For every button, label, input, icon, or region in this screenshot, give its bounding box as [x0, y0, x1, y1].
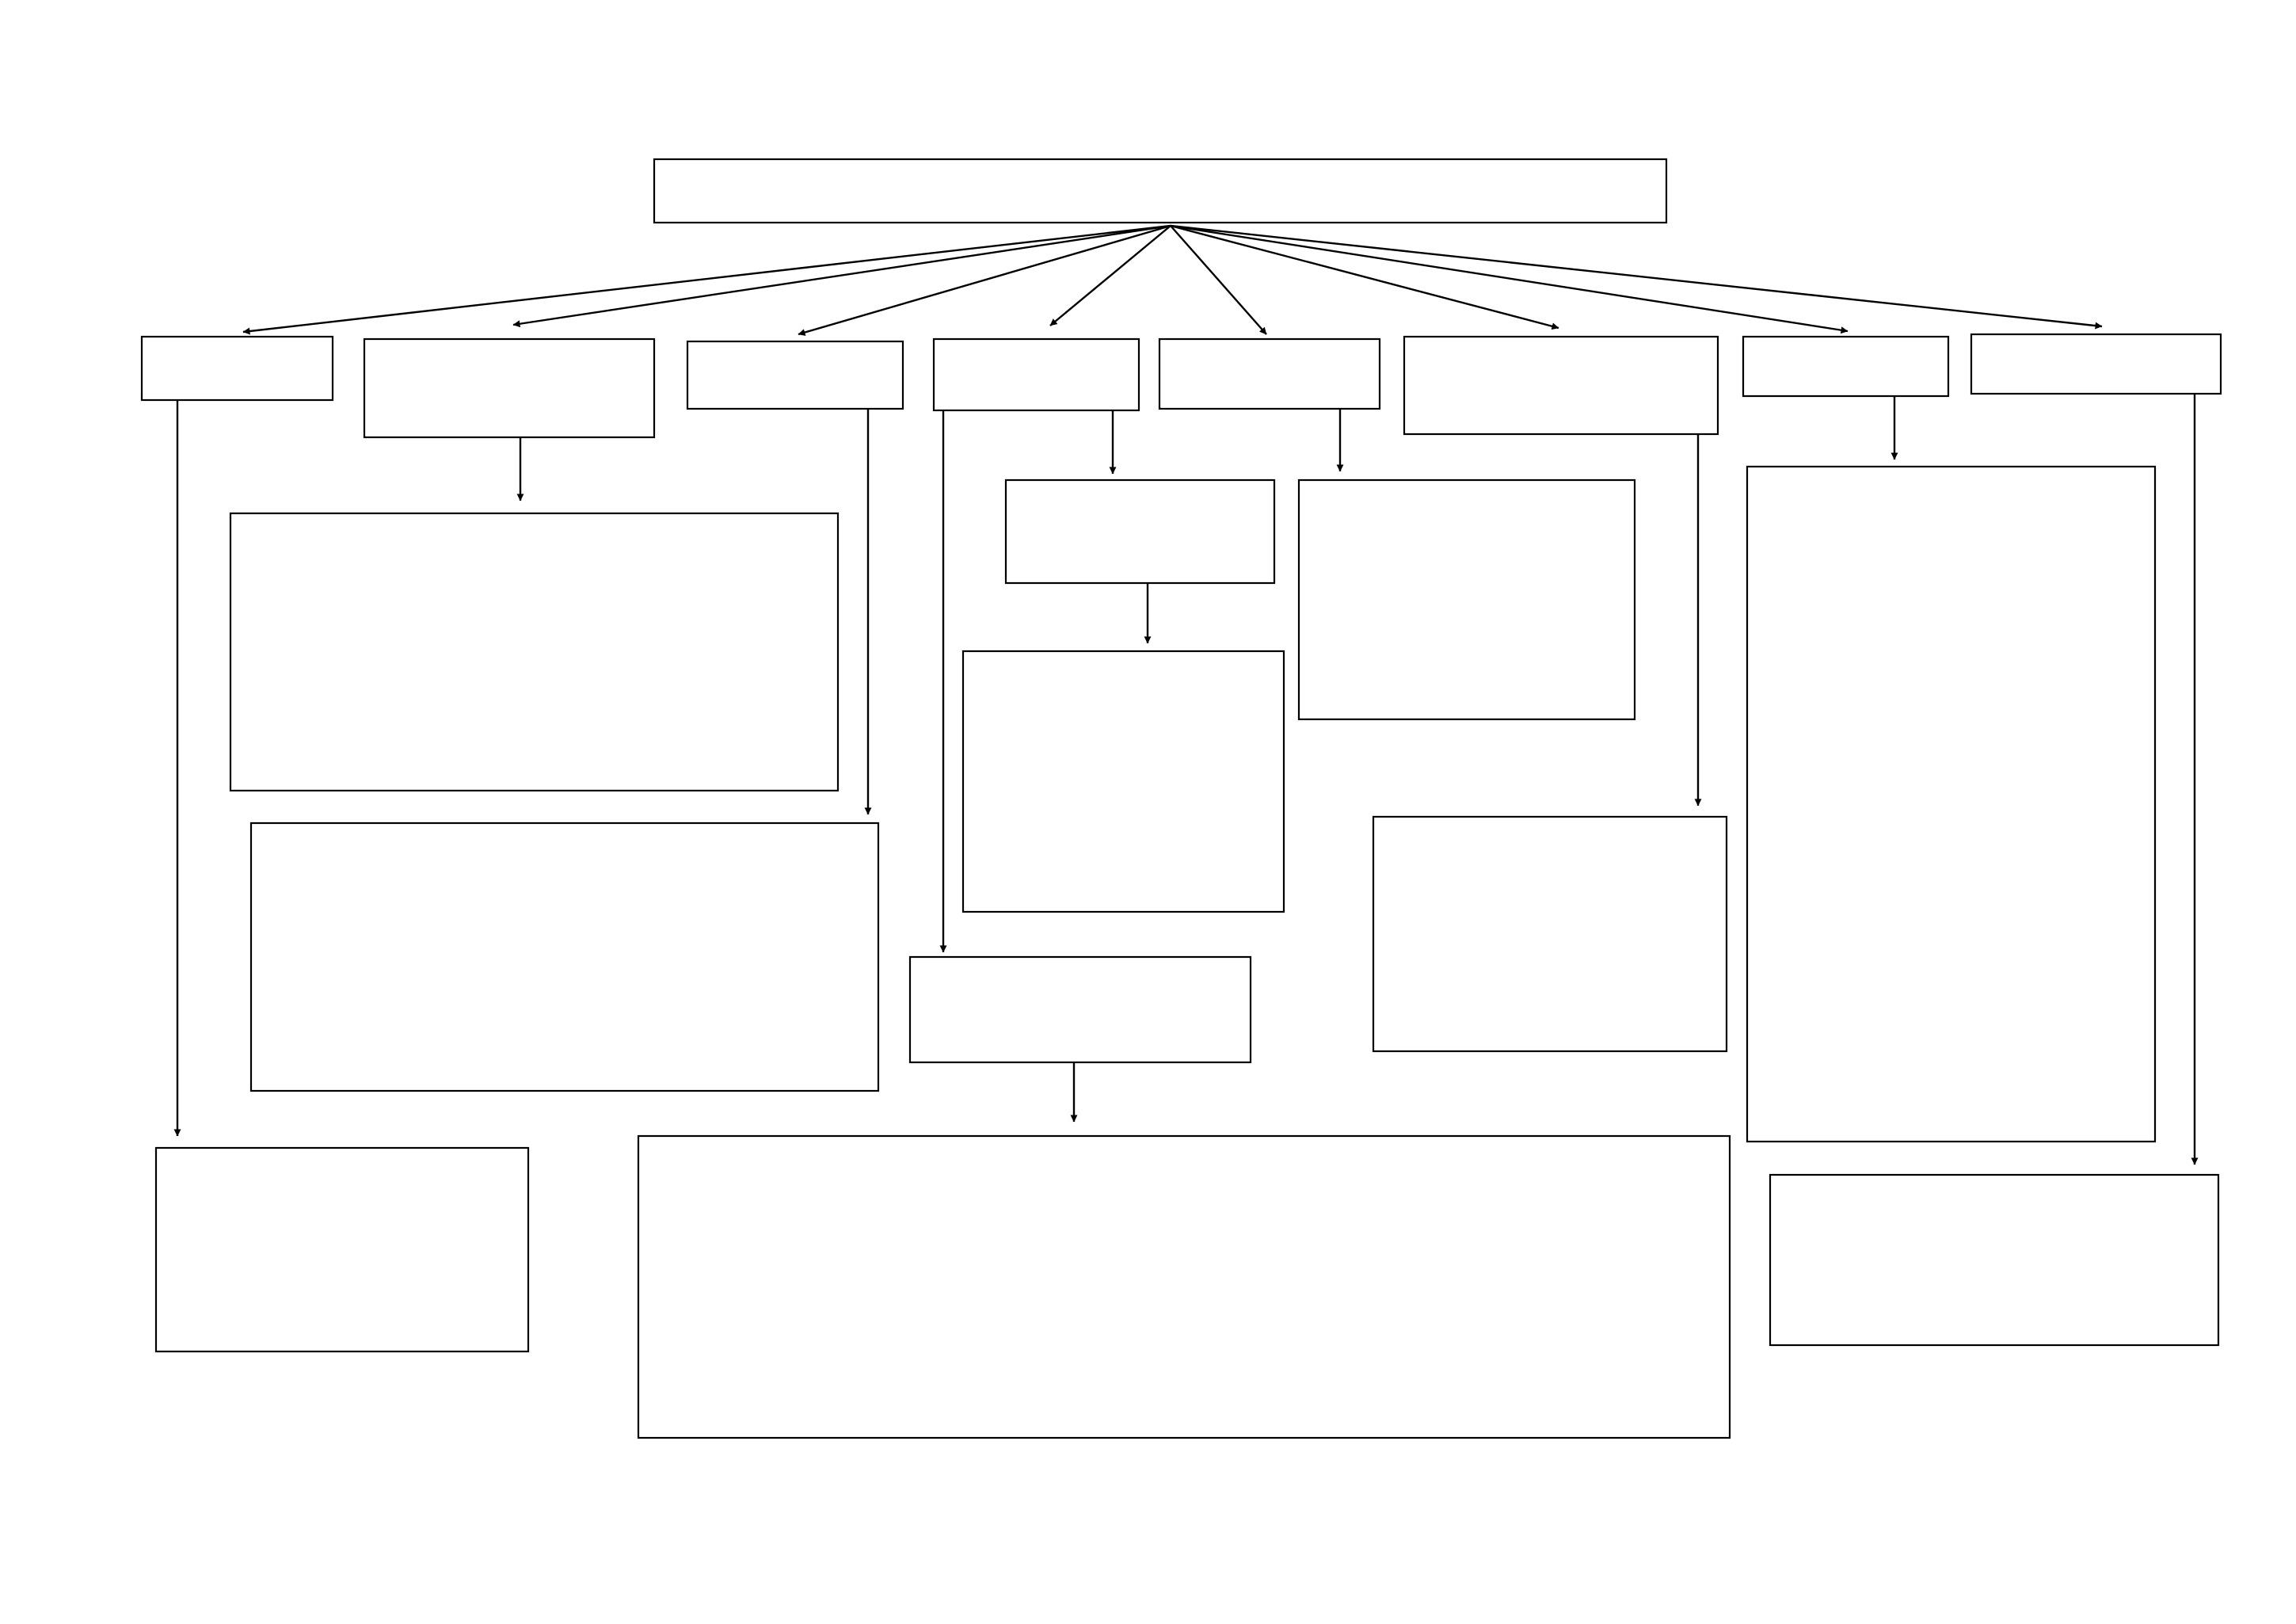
c5-node[interactable] — [1297, 478, 1636, 721]
c8-node[interactable] — [1769, 1173, 2220, 1347]
l1-node-1[interactable] — [140, 335, 334, 402]
c6-node[interactable] — [1372, 815, 1728, 1053]
child-nodes — [154, 465, 2220, 1439]
c2-node[interactable] — [229, 512, 840, 792]
c4a-child-node[interactable] — [961, 650, 1285, 913]
l1-node-7[interactable] — [1742, 335, 1950, 398]
edge-root-to-l1-3 — [798, 224, 1171, 336]
edge-root-to-l1-5 — [1170, 225, 1267, 335]
c1-node[interactable] — [154, 1146, 530, 1353]
edge-root-to-l1-4 — [1049, 225, 1171, 326]
c4b-node[interactable] — [908, 955, 1252, 1064]
edge-root-to-l1-8 — [1170, 224, 2103, 330]
l1-node-5[interactable] — [1158, 337, 1381, 410]
edge-root-to-l1-2 — [512, 224, 1171, 328]
l1-node-8[interactable] — [1970, 333, 2222, 395]
root-connectors — [242, 224, 2103, 336]
c3-node[interactable] — [249, 822, 880, 1092]
edge-root-to-l1-7 — [1170, 224, 1849, 334]
l1-node-6[interactable] — [1403, 335, 1719, 436]
edge-root-to-l1-1 — [242, 224, 1171, 335]
l1-node-2[interactable] — [363, 337, 656, 439]
first-level-nodes — [140, 333, 2222, 439]
root-node[interactable] — [653, 158, 1668, 224]
edge-root-to-l1-6 — [1170, 224, 1559, 330]
l1-node-4[interactable] — [932, 337, 1140, 412]
c7-node[interactable] — [1746, 465, 2157, 1143]
child-connectors — [173, 394, 2199, 1165]
c4a-node[interactable] — [1004, 478, 1276, 585]
c4b-child-node[interactable] — [637, 1134, 1731, 1439]
l1-node-3[interactable] — [686, 340, 904, 410]
